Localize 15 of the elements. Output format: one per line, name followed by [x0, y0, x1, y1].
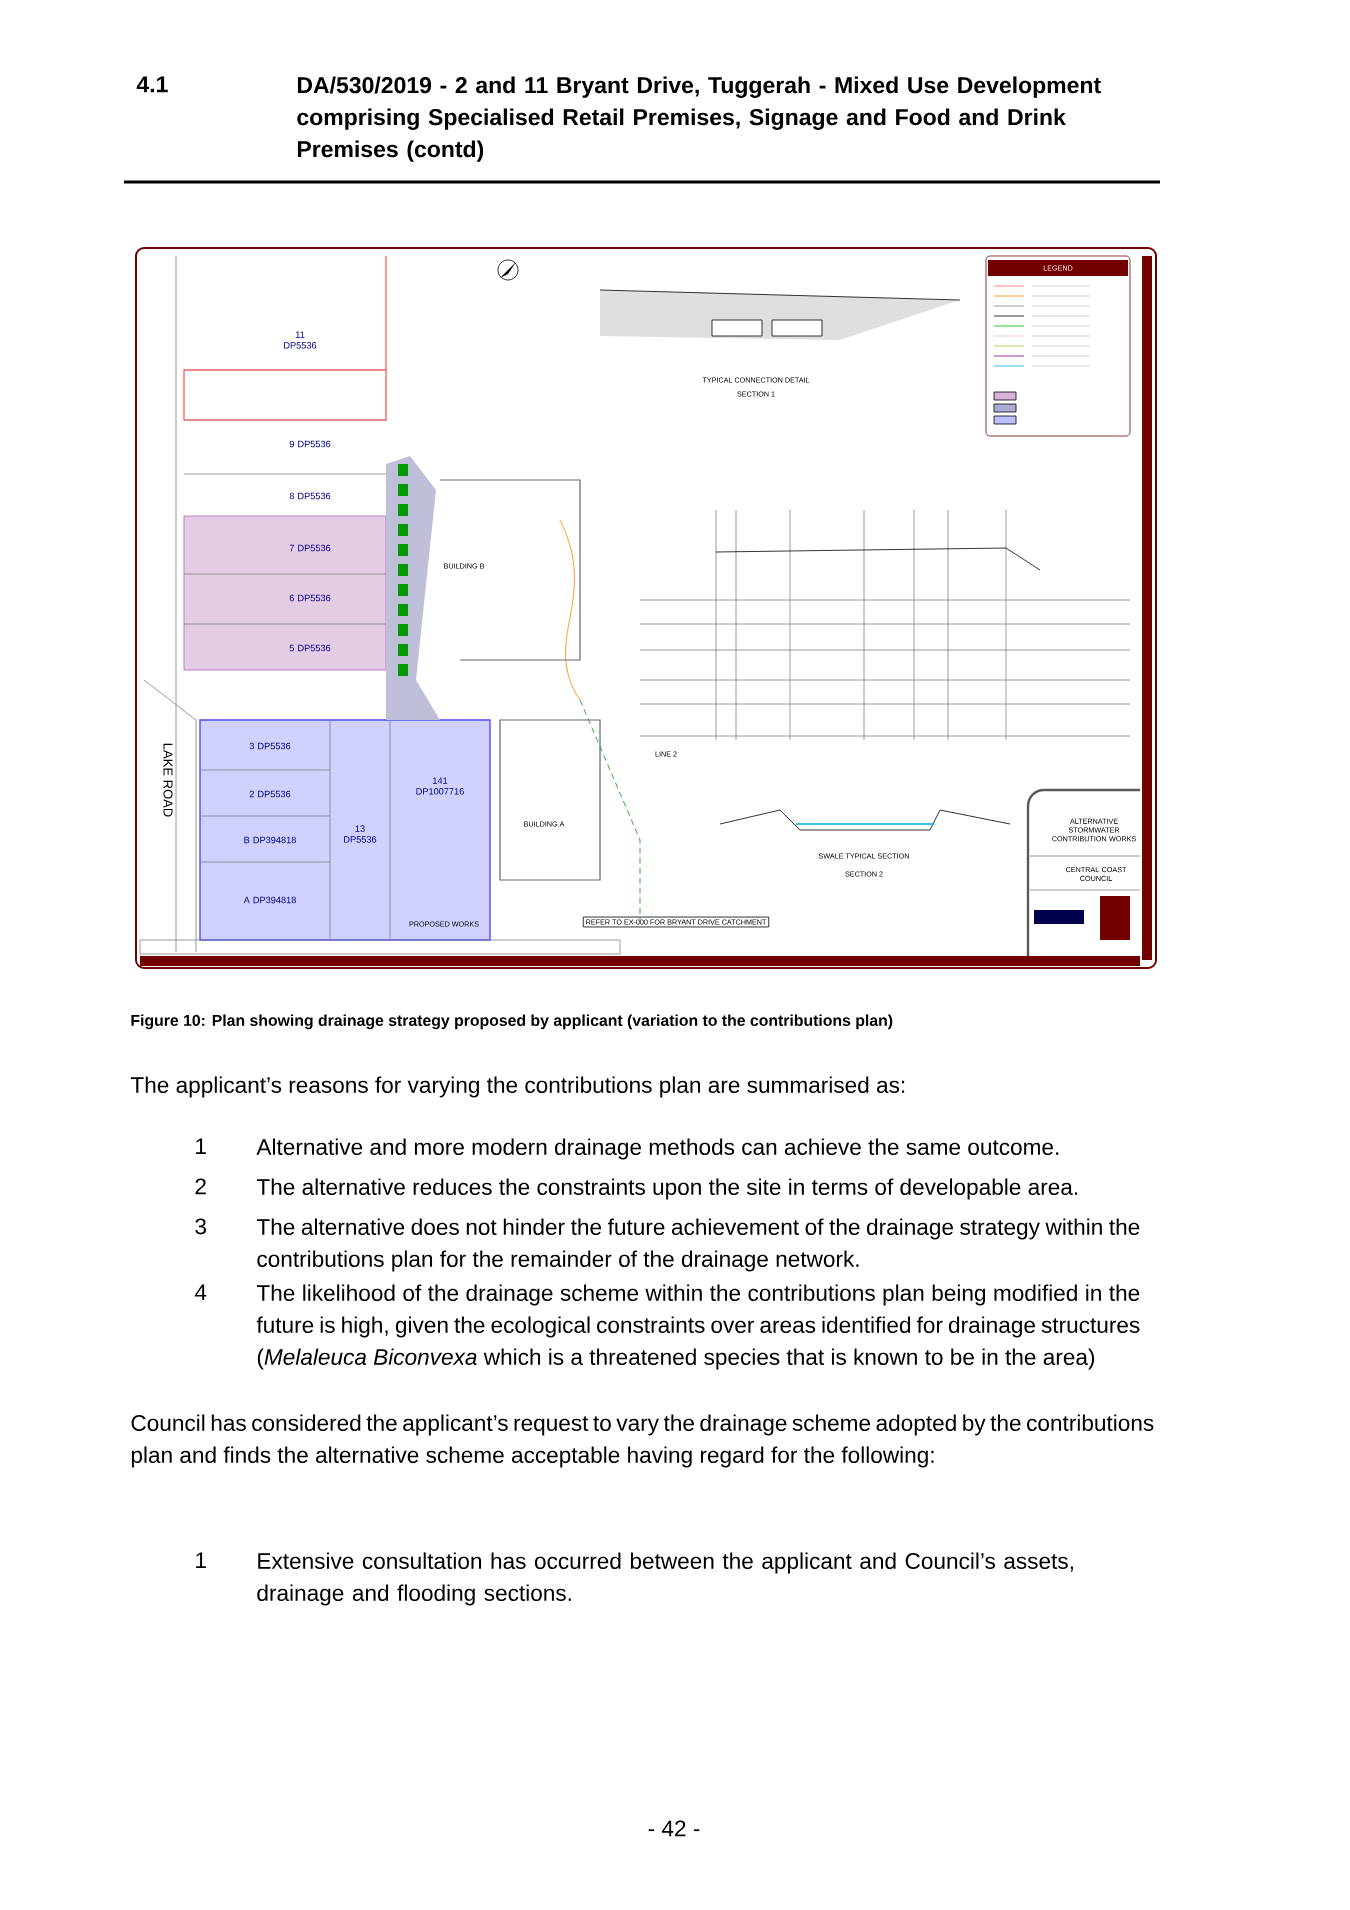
list-item: Alternative and more modern drainage methods can achieve the same outcome.: [256, 1138, 1059, 1160]
list-number: 1: [196, 1552, 206, 1568]
list-item: The alternative does not hinder the future achievement of the drainage strategy within the contributions plan for the remainder of the drainage network.: [256, 1218, 1140, 1272]
heading: DA/530/2019 - 2 and 11 Bryant Drive, Tuggerah - Mixed Use Development comprising Specialised Retail Premises, Signage and Food and Drink Premises (contd): [297, 76, 1101, 162]
list-number: 4: [194, 1284, 207, 1300]
list-number: 1: [196, 1138, 206, 1154]
list-number: 2: [195, 1178, 206, 1195]
list-item: The alternative reduces the constraints upon the site in terms of developable area.: [256, 1178, 1078, 1200]
paragraph: The applicant’s reasons for varying the contributions plan are summarised as:: [130, 1076, 905, 1098]
list-number: 3: [195, 1218, 206, 1235]
section-number: 4.1: [136, 76, 168, 93]
paragraph: Council has considered the applicant’s request to vary the drainage scheme adopted by the contributions plan and finds the alternative scheme acceptable having regard for the following:: [131, 1414, 1154, 1468]
list-item: The likelihood of the drainage scheme within the contributions plan being modified in the future is high, given the ecological constraints over areas identified for drainage structures (Melaleuca Biconvexa which is a threatened species that is known to be in the area): [256, 1284, 1140, 1370]
page-number: - 42 -: [648, 1820, 700, 1837]
list-item: Extensive consultation has occurred between the applicant and Council’s assets, drainage and flooding sections.: [257, 1552, 1073, 1606]
